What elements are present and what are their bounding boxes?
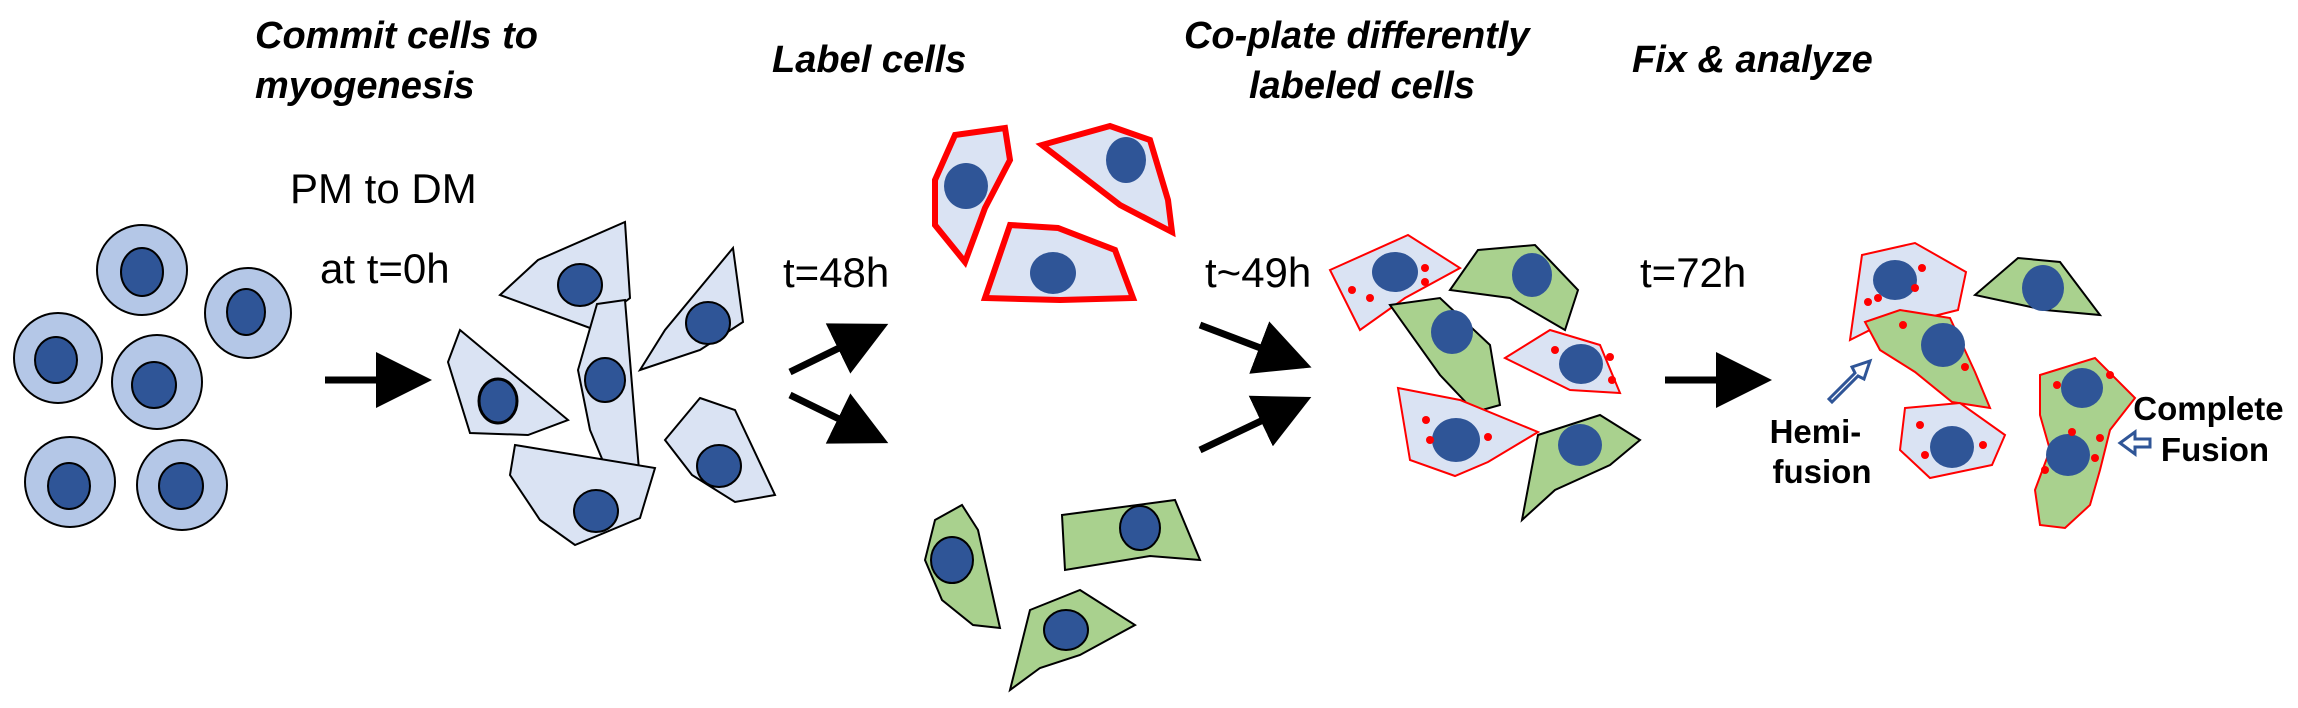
myoblast-cells-group [446, 220, 777, 547]
step-title-fix-line1: Fix & analyze [1632, 39, 1873, 81]
arrow-to-green-labeling [788, 391, 889, 444]
round-cells-group [13, 224, 292, 531]
hemifusion-pointer-arrow [1826, 358, 1873, 405]
green-labeled-cell [923, 503, 1002, 630]
round-cell [111, 334, 203, 430]
green-labeled-cell [1008, 588, 1137, 693]
step-title-label-line1: Label cells [772, 39, 966, 81]
myoblast-cell [663, 396, 777, 504]
complete-fusion-label-line2: Fusion [2161, 431, 2269, 468]
hemifusion-label: Hemi- fusion [1770, 413, 1872, 490]
arrow-from-red-to-coplate [1198, 321, 1312, 374]
t48-label: t=48h [783, 249, 889, 296]
coplated-red-cell [1396, 386, 1541, 478]
red-labeled-cell [1035, 122, 1176, 238]
complete-fusion-pointer-arrow [2117, 429, 2152, 457]
myoblast-cell [637, 245, 745, 372]
step-title-coplate-line2: labeled cells [1249, 65, 1475, 107]
step-title-fix: Fix & analyze [1632, 39, 1873, 81]
step-title-label: Label cells [772, 39, 966, 81]
green-labeled-cells-group [923, 498, 1202, 693]
coplated-green-cell [1388, 296, 1502, 414]
round-cell [204, 267, 292, 359]
red-labeled-cells-group [932, 122, 1176, 304]
round-cell [13, 312, 103, 404]
red-labeled-cell [980, 221, 1138, 304]
coplated-green-cell [1448, 243, 1580, 332]
red-labeled-cell [932, 124, 1014, 268]
complete-fusion-label: Complete Fusion [2133, 390, 2293, 468]
step-title-commit-line2: myogenesis [255, 65, 475, 107]
myoblast-cell [498, 220, 632, 330]
myoblast-cell [446, 328, 570, 437]
coplated-green-cell [1520, 413, 1642, 523]
round-cell [136, 439, 228, 531]
coplated-cells-group [1328, 233, 1642, 523]
fixed-cells-group [1848, 241, 2137, 530]
step-title-commit: Commit cells to myogenesis [255, 15, 549, 107]
t0-label: at t=0h [320, 245, 450, 292]
coplated-red-cell [1502, 328, 1622, 395]
arrow-to-red-labeling [788, 323, 889, 376]
medium-switch-label: PM to DM [290, 165, 477, 212]
coplated-red-cell [1328, 233, 1462, 332]
round-cell [24, 436, 116, 528]
hemifusion-label-line2: fusion [1773, 453, 1872, 490]
step-title-coplate-line1: Co-plate differently [1184, 15, 1531, 57]
fixed-green-cell [1972, 256, 2103, 317]
t72-label: t=72h [1640, 249, 1746, 296]
step-title-coplate: Co-plate differently labeled cells [1184, 15, 1540, 107]
fixed-red-cell [1898, 401, 2007, 480]
round-cell [96, 224, 188, 316]
arrow-from-green-to-coplate [1198, 395, 1312, 454]
hemifusion-label-line1: Hemi- [1770, 413, 1862, 450]
fully-fused-cell [2033, 356, 2137, 530]
t49-label: t~49h [1205, 249, 1311, 296]
complete-fusion-label-line1: Complete [2133, 390, 2283, 427]
hemifused-cell [1863, 308, 1992, 410]
step-title-commit-line1: Commit cells to [255, 15, 538, 57]
myoblast-cell [508, 443, 657, 547]
green-labeled-cell [1060, 498, 1202, 572]
